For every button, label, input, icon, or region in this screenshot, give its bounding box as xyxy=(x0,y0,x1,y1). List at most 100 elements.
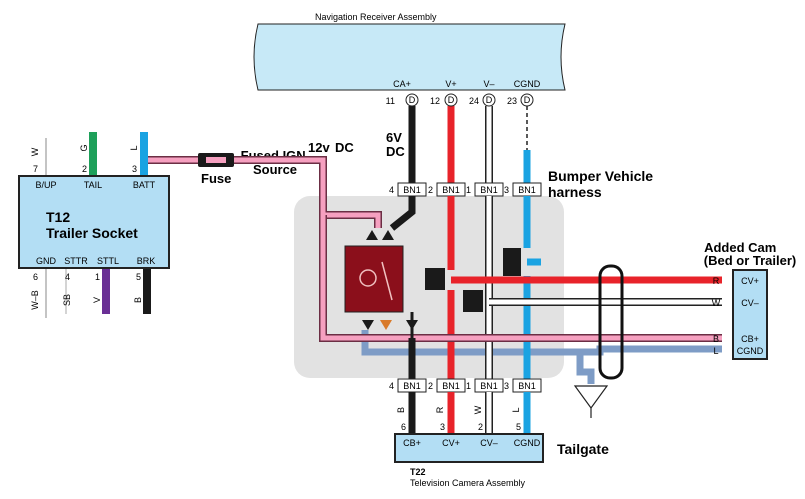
relay-arrow-2 xyxy=(382,230,394,240)
upper-connector-4-label: BN1 xyxy=(518,185,536,195)
trailer-socket-id: T12 xyxy=(46,209,70,225)
trailer-pin-gnd: GND xyxy=(36,256,57,266)
nav-pin-number-24: 24 xyxy=(469,96,479,106)
ground-symbol xyxy=(573,385,609,418)
trailer-pin-sttl: STTL xyxy=(97,256,119,266)
upper-connector-2-label: BN1 xyxy=(442,185,460,195)
added-cam-wire-l: L xyxy=(713,346,718,356)
upper-connector-1-label: BN1 xyxy=(403,185,421,195)
upper-connector-1-pin: 4 xyxy=(389,185,394,195)
added-cam-pin-cv-plus: CV+ xyxy=(741,276,759,286)
trailer-pin-bup: B/UP xyxy=(35,180,56,190)
nav-pin-type-11: D xyxy=(409,95,416,105)
trailer-pin-num-2: 2 xyxy=(82,164,87,174)
voltage-6v-line2: DC xyxy=(386,144,405,159)
fused-ign-line2: Source xyxy=(253,162,297,177)
camera-pin-num-3: 3 xyxy=(440,422,445,432)
lower-connector-1-label: BN1 xyxy=(403,381,421,391)
tv-camera-pin-cv-minus: CV– xyxy=(480,438,498,448)
wire-black-internal-top xyxy=(389,196,416,231)
nav-pin-label-v-plus: V+ xyxy=(445,79,456,89)
navigation-receiver-box xyxy=(253,23,566,91)
navigation-receiver-title: Navigation Receiver Assembly xyxy=(315,12,437,22)
shield-loop xyxy=(598,264,624,380)
trailer-pin-num-7: 7 xyxy=(33,164,38,174)
nav-pin-type-23: D xyxy=(524,95,531,105)
trailer-pin-num-5: 5 xyxy=(136,272,141,282)
lower-connector-2-pin: 2 xyxy=(428,381,433,391)
trailer-pin-brk: BRK xyxy=(137,256,156,266)
upper-connectors: BN1 4 BN1 2 BN1 1 BN1 3 xyxy=(389,182,542,197)
upper-connector-4-pin: 3 xyxy=(504,185,509,195)
trailer-wire-code-l: L xyxy=(129,145,139,150)
tv-camera-box xyxy=(394,433,544,463)
trailer-pin-sttr: STTR xyxy=(64,256,88,266)
tv-camera-id: T22 xyxy=(410,467,426,477)
lower-connector-4-label: BN1 xyxy=(518,381,536,391)
trailer-wire-code-sb: SB xyxy=(62,294,72,306)
relay-coil xyxy=(359,269,377,287)
camera-pin-num-2: 2 xyxy=(478,422,483,432)
added-cam: Added Cam (Bed or Trailer) CV+ CV– CB+ C… xyxy=(704,240,796,360)
relay xyxy=(344,230,418,338)
tv-camera-name: Television Camera Assembly xyxy=(410,478,526,488)
added-cam-title-line1: Added Cam xyxy=(704,240,776,255)
camera-pin-num-5: 5 xyxy=(516,422,521,432)
voltage-12v-label: 12v xyxy=(308,140,330,155)
voltage-6v-label: 6V DC xyxy=(386,130,406,159)
relay-body xyxy=(344,245,404,313)
wire-pink-relay-loop-core xyxy=(320,215,335,341)
trailer-wire-code-g: G xyxy=(79,144,89,151)
nav-pin-type-12: D xyxy=(448,95,455,105)
nav-pin-number-23: 23 xyxy=(507,96,517,106)
camera-wire-code-r: R xyxy=(435,406,445,413)
relay-block-red xyxy=(425,268,445,290)
trailer-pin-num-3: 3 xyxy=(132,164,137,174)
relay-block-white xyxy=(463,290,483,312)
added-cam-pin-cb-plus: CB+ xyxy=(741,334,759,344)
relay-arrow-4 xyxy=(380,320,392,330)
nav-pin-number-12: 12 xyxy=(430,96,440,106)
tv-camera-pin-cv-plus: CV+ xyxy=(442,438,460,448)
wire-steel-tailgate xyxy=(576,352,595,384)
lower-connector-3-label: BN1 xyxy=(480,381,498,391)
nav-pin-number-11: 11 xyxy=(386,96,395,106)
relay-arrow-3 xyxy=(362,320,374,330)
upper-connector-3-label: BN1 xyxy=(480,185,498,195)
added-cam-wire-b: B xyxy=(713,334,719,344)
trailer-socket-box xyxy=(18,175,170,269)
trailer-wire-code-wb: W–B xyxy=(30,290,40,310)
trailer-wire-code-v: V xyxy=(92,297,102,303)
relay-block-blue xyxy=(503,248,521,276)
relay-arrow-1 xyxy=(366,230,378,240)
relay-switch xyxy=(381,261,393,301)
added-cam-title-line2: (Bed or Trailer) xyxy=(704,253,796,268)
trailer-socket: T12 Trailer Socket B/UP TAIL BATT 7 2 3 … xyxy=(18,144,170,310)
lower-connector-3-pin: 1 xyxy=(466,381,471,391)
trailer-pin-batt: BATT xyxy=(133,180,156,190)
lower-connector-1-pin: 4 xyxy=(389,381,394,391)
nav-pin-type-24: D xyxy=(486,95,493,105)
tv-camera-pin-cb-plus: CB+ xyxy=(403,438,421,448)
dc-label: DC xyxy=(335,140,354,155)
tv-camera: CB+ CV+ CV– CGND T22 Television Camera A… xyxy=(394,433,544,488)
nav-pin-label-v-minus: V– xyxy=(483,79,494,89)
nav-pin-circle-12 xyxy=(444,93,458,107)
fuse: Fuse xyxy=(198,153,234,186)
nav-pin-label-ca-plus: CA+ xyxy=(393,79,411,89)
lower-connector-4-pin: 3 xyxy=(504,381,509,391)
bumper-line2: harness xyxy=(548,184,602,200)
nav-pin-circle-11 xyxy=(405,93,419,107)
camera-wire-code-l: L xyxy=(511,407,521,412)
added-cam-wire-r: R xyxy=(713,276,720,286)
bumper-harness-label: Bumper Vehicle harness xyxy=(548,168,657,200)
lower-connector-2-label: BN1 xyxy=(442,381,460,391)
camera-wire-code-b: B xyxy=(396,407,406,413)
bumper-line1: Bumper Vehicle xyxy=(548,168,653,184)
added-cam-pin-cgnd: CGND xyxy=(737,346,764,356)
nav-pins: 11 D 12 D 24 D 23 D xyxy=(386,93,534,107)
tailgate-label: Tailgate xyxy=(557,441,609,457)
added-cam-title: Added Cam (Bed or Trailer) xyxy=(704,240,796,268)
fuse-element xyxy=(206,157,226,163)
